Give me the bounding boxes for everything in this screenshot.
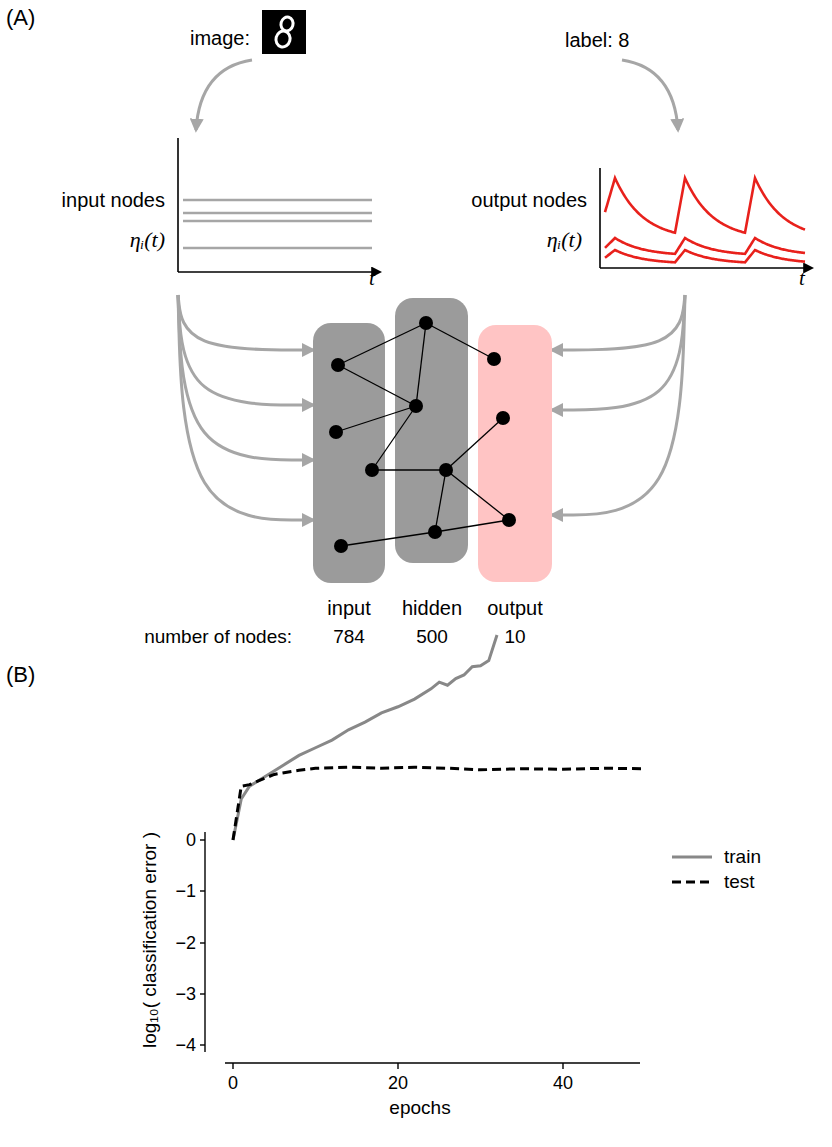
network-link (446, 470, 509, 520)
network-unit (419, 316, 433, 330)
node-count: 10 (504, 626, 525, 648)
tick-label: 0 (228, 1073, 238, 1094)
network-unit (331, 358, 345, 372)
label-arrow (622, 60, 678, 130)
node-count: 784 (333, 626, 365, 648)
input-connector (178, 295, 313, 460)
input-connector (178, 295, 313, 405)
panel-letter: (A) (6, 5, 35, 30)
tick-label: −1 (175, 881, 196, 902)
network-link (435, 520, 509, 532)
network-unit (487, 352, 501, 366)
network-link (416, 323, 426, 406)
tick-label: 20 (388, 1073, 408, 1094)
network-link (426, 323, 494, 359)
network-unit (409, 399, 423, 413)
layer-label: hidden (402, 597, 462, 620)
tick-label: −4 (175, 1035, 196, 1056)
network-unit (365, 463, 379, 477)
axis-title: epochs (389, 1097, 450, 1119)
tick-label: 40 (553, 1073, 573, 1094)
input-plot-axes (178, 138, 380, 272)
network-link (372, 469, 446, 470)
label-caption: label: 8 (565, 29, 630, 52)
legend-sample (672, 856, 712, 859)
input-connector (552, 295, 685, 410)
row-heading: number of nodes: (144, 626, 292, 648)
input-caption: image: (190, 27, 250, 50)
network-link (435, 470, 446, 532)
chart-axes (200, 832, 640, 1069)
legend-sample (672, 881, 712, 884)
network-unit (496, 411, 510, 425)
axis-title: log₁₀( classification error ) (139, 832, 161, 1048)
network-link (338, 323, 426, 365)
error-curves (233, 635, 646, 840)
layer-label: output (487, 597, 543, 620)
legend-label: train (724, 846, 761, 868)
input-connector (552, 295, 685, 350)
network-unit (428, 525, 442, 539)
layer-label: input (327, 597, 370, 620)
plot-title: output nodes (471, 189, 587, 212)
output-plot: output nodes ηᵢ(t) t (460, 130, 820, 295)
legend-samples (672, 857, 712, 882)
layer-band: hidden (395, 298, 468, 563)
input-plot: input nodes ηᵢ(t) t (40, 130, 385, 295)
network-link (336, 406, 416, 432)
time-axis-label: t (369, 266, 375, 290)
input-connector (178, 295, 313, 520)
input-arrow (196, 60, 252, 130)
panel-letter: (B) (6, 662, 35, 687)
layer-band: output (478, 325, 552, 582)
node-count: 500 (416, 626, 448, 648)
network-link (338, 365, 416, 406)
plot-title: input nodes (62, 189, 165, 212)
output-traces (605, 178, 805, 262)
network-unit (334, 539, 348, 553)
network-link (372, 406, 416, 470)
network-unit (502, 513, 516, 527)
network-link (341, 532, 435, 546)
time-axis-label: t (799, 266, 805, 290)
network-unit (439, 463, 453, 477)
tick-label: −3 (175, 984, 196, 1005)
axis-symbol: ηᵢ(t) (547, 227, 582, 252)
digit-image (262, 10, 306, 54)
layer-band: input (313, 323, 385, 583)
output-plot-axes (600, 168, 812, 268)
tick-label: 0 (186, 830, 196, 851)
tick-label: −2 (175, 933, 196, 954)
legend-label: test (724, 871, 755, 893)
network-link (446, 418, 503, 470)
input-connector (552, 295, 685, 515)
input-connector (178, 295, 313, 350)
network-unit (329, 425, 343, 439)
axis-symbol: ηᵢ(t) (130, 227, 165, 252)
